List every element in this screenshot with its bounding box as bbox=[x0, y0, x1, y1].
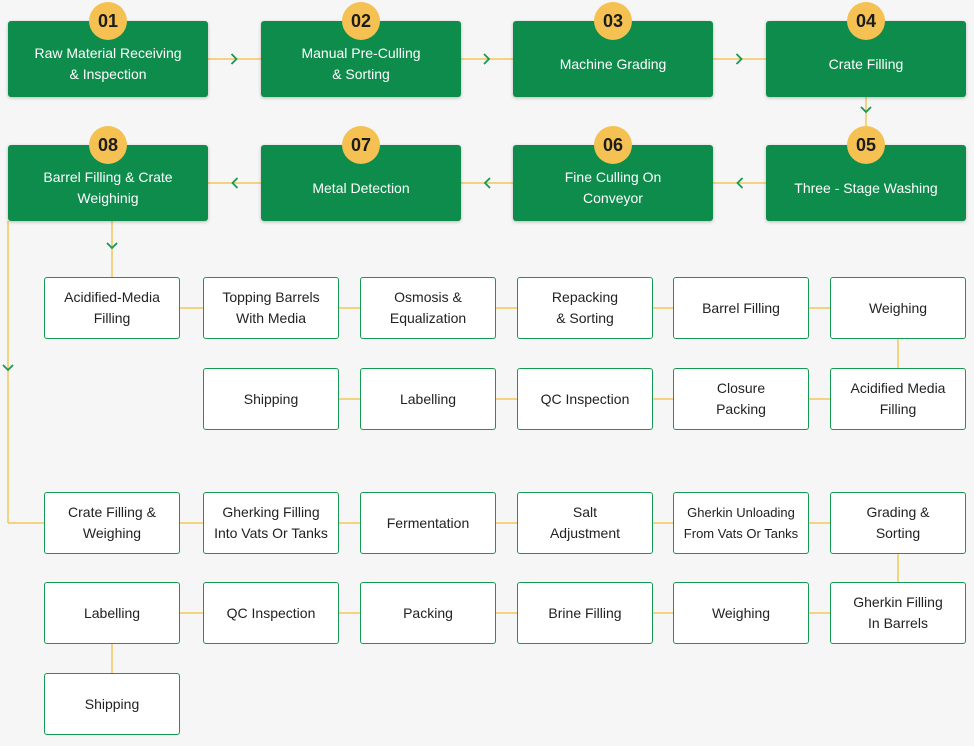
process-label: Shipping bbox=[243, 390, 299, 407]
brine-step-fermentation: Fermentation bbox=[360, 492, 496, 554]
step-label: Machine Grading bbox=[559, 55, 667, 72]
acidified-step-osmosis-equalization: Osmosis & Equalization bbox=[360, 277, 496, 339]
acidified-step-repacking-sorting: Repacking & Sorting bbox=[517, 277, 653, 339]
brine-step-labelling: Labelling bbox=[44, 582, 180, 644]
step-label: Manual Pre-Culling & Sorting bbox=[301, 45, 421, 82]
process-label: Labelling bbox=[83, 604, 141, 621]
process-label: Crate Filling & Weighing bbox=[68, 504, 156, 541]
process-label: Repacking & Sorting bbox=[551, 289, 619, 326]
acidified-step-barrel-filling: Barrel Filling bbox=[673, 277, 809, 339]
step-box-08: Barrel Filling & Crate Weighinig bbox=[8, 145, 208, 221]
brine-step-gherking-filling-into-vats-or-tanks: Gherking Filling Into Vats Or Tanks bbox=[203, 492, 339, 554]
arrow-right-icon bbox=[735, 53, 743, 65]
step-number-badge: 03 bbox=[594, 2, 632, 40]
process-label: Acidified Media Filling bbox=[850, 380, 946, 417]
acidified-step-weighing: Weighing bbox=[830, 277, 966, 339]
brine-step-shipping: Shipping bbox=[44, 673, 180, 735]
acidified-step-closure-packing: Closure Packing bbox=[673, 368, 809, 430]
acidified-step-acidified-media-filling: Acidified-Media Filling bbox=[44, 277, 180, 339]
process-label: Packing bbox=[403, 604, 453, 621]
process-label: Brine Filling bbox=[548, 604, 622, 621]
brine-step-qc-inspection: QC Inspection bbox=[203, 582, 339, 644]
step-number-badge: 02 bbox=[342, 2, 380, 40]
acidified-step-acidified-media-filling: Acidified Media Filling bbox=[830, 368, 966, 430]
acidified-step-qc-inspection: QC Inspection bbox=[517, 368, 653, 430]
brine-step-gherkin-unloading-from-vats-or-tanks: Gherkin Unloading From Vats Or Tanks bbox=[673, 492, 809, 554]
process-label: QC Inspection bbox=[226, 604, 316, 621]
step-label: Fine Culling On Conveyor bbox=[564, 169, 662, 206]
step-number-badge: 08 bbox=[89, 126, 127, 164]
process-label: Barrel Filling bbox=[702, 299, 780, 316]
arrow-down-icon bbox=[2, 364, 14, 372]
process-label: Weighing bbox=[868, 299, 928, 316]
brine-step-weighing: Weighing bbox=[673, 582, 809, 644]
acidified-step-labelling: Labelling bbox=[360, 368, 496, 430]
step-label: Three - Stage Washing bbox=[794, 179, 938, 196]
step-number-badge: 04 bbox=[847, 2, 885, 40]
acidified-step-shipping: Shipping bbox=[203, 368, 339, 430]
process-label: Salt Adjustment bbox=[549, 504, 621, 541]
process-label: Shipping bbox=[84, 695, 140, 712]
step-number-badge: 06 bbox=[594, 126, 632, 164]
process-label: Acidified-Media Filling bbox=[64, 289, 160, 326]
brine-step-grading-sorting: Grading & Sorting bbox=[830, 492, 966, 554]
process-label: Fermentation bbox=[386, 514, 470, 531]
brine-step-gherkin-filling-in-barrels: Gherkin Filling In Barrels bbox=[830, 582, 966, 644]
brine-step-packing: Packing bbox=[360, 582, 496, 644]
step-label: Crate Filling bbox=[828, 55, 904, 72]
step-number-badge: 07 bbox=[342, 126, 380, 164]
step-number-badge: 05 bbox=[847, 126, 885, 164]
process-label: Grading & Sorting bbox=[866, 504, 930, 541]
process-label: Gherking Filling Into Vats Or Tanks bbox=[214, 504, 328, 541]
process-label: Topping Barrels With Media bbox=[222, 289, 320, 326]
arrow-left-icon bbox=[231, 177, 239, 189]
step-number-badge: 01 bbox=[89, 2, 127, 40]
arrow-down-icon bbox=[860, 106, 872, 114]
process-label: Gherkin Unloading From Vats Or Tanks bbox=[683, 505, 799, 541]
arrow-left-icon bbox=[736, 177, 744, 189]
arrow-down-icon bbox=[106, 242, 118, 250]
step-label: Raw Material Receiving & Inspection bbox=[34, 45, 182, 82]
process-label: Gherkin Filling In Barrels bbox=[853, 594, 943, 631]
step-label: Metal Detection bbox=[312, 179, 410, 196]
brine-step-crate-filling-weighing: Crate Filling & Weighing bbox=[44, 492, 180, 554]
step-label: Barrel Filling & Crate Weighinig bbox=[43, 169, 173, 206]
arrow-left-icon bbox=[483, 177, 491, 189]
brine-step-brine-filling: Brine Filling bbox=[517, 582, 653, 644]
arrow-right-icon bbox=[483, 53, 491, 65]
process-label: Osmosis & Equalization bbox=[389, 289, 467, 326]
arrow-right-icon bbox=[230, 53, 238, 65]
process-label: Closure Packing bbox=[716, 380, 766, 417]
process-label: Labelling bbox=[399, 390, 457, 407]
process-label: QC Inspection bbox=[540, 390, 630, 407]
process-label: Weighing bbox=[711, 604, 771, 621]
acidified-step-topping-barrels-with-media: Topping Barrels With Media bbox=[203, 277, 339, 339]
brine-step-salt-adjustment: Salt Adjustment bbox=[517, 492, 653, 554]
